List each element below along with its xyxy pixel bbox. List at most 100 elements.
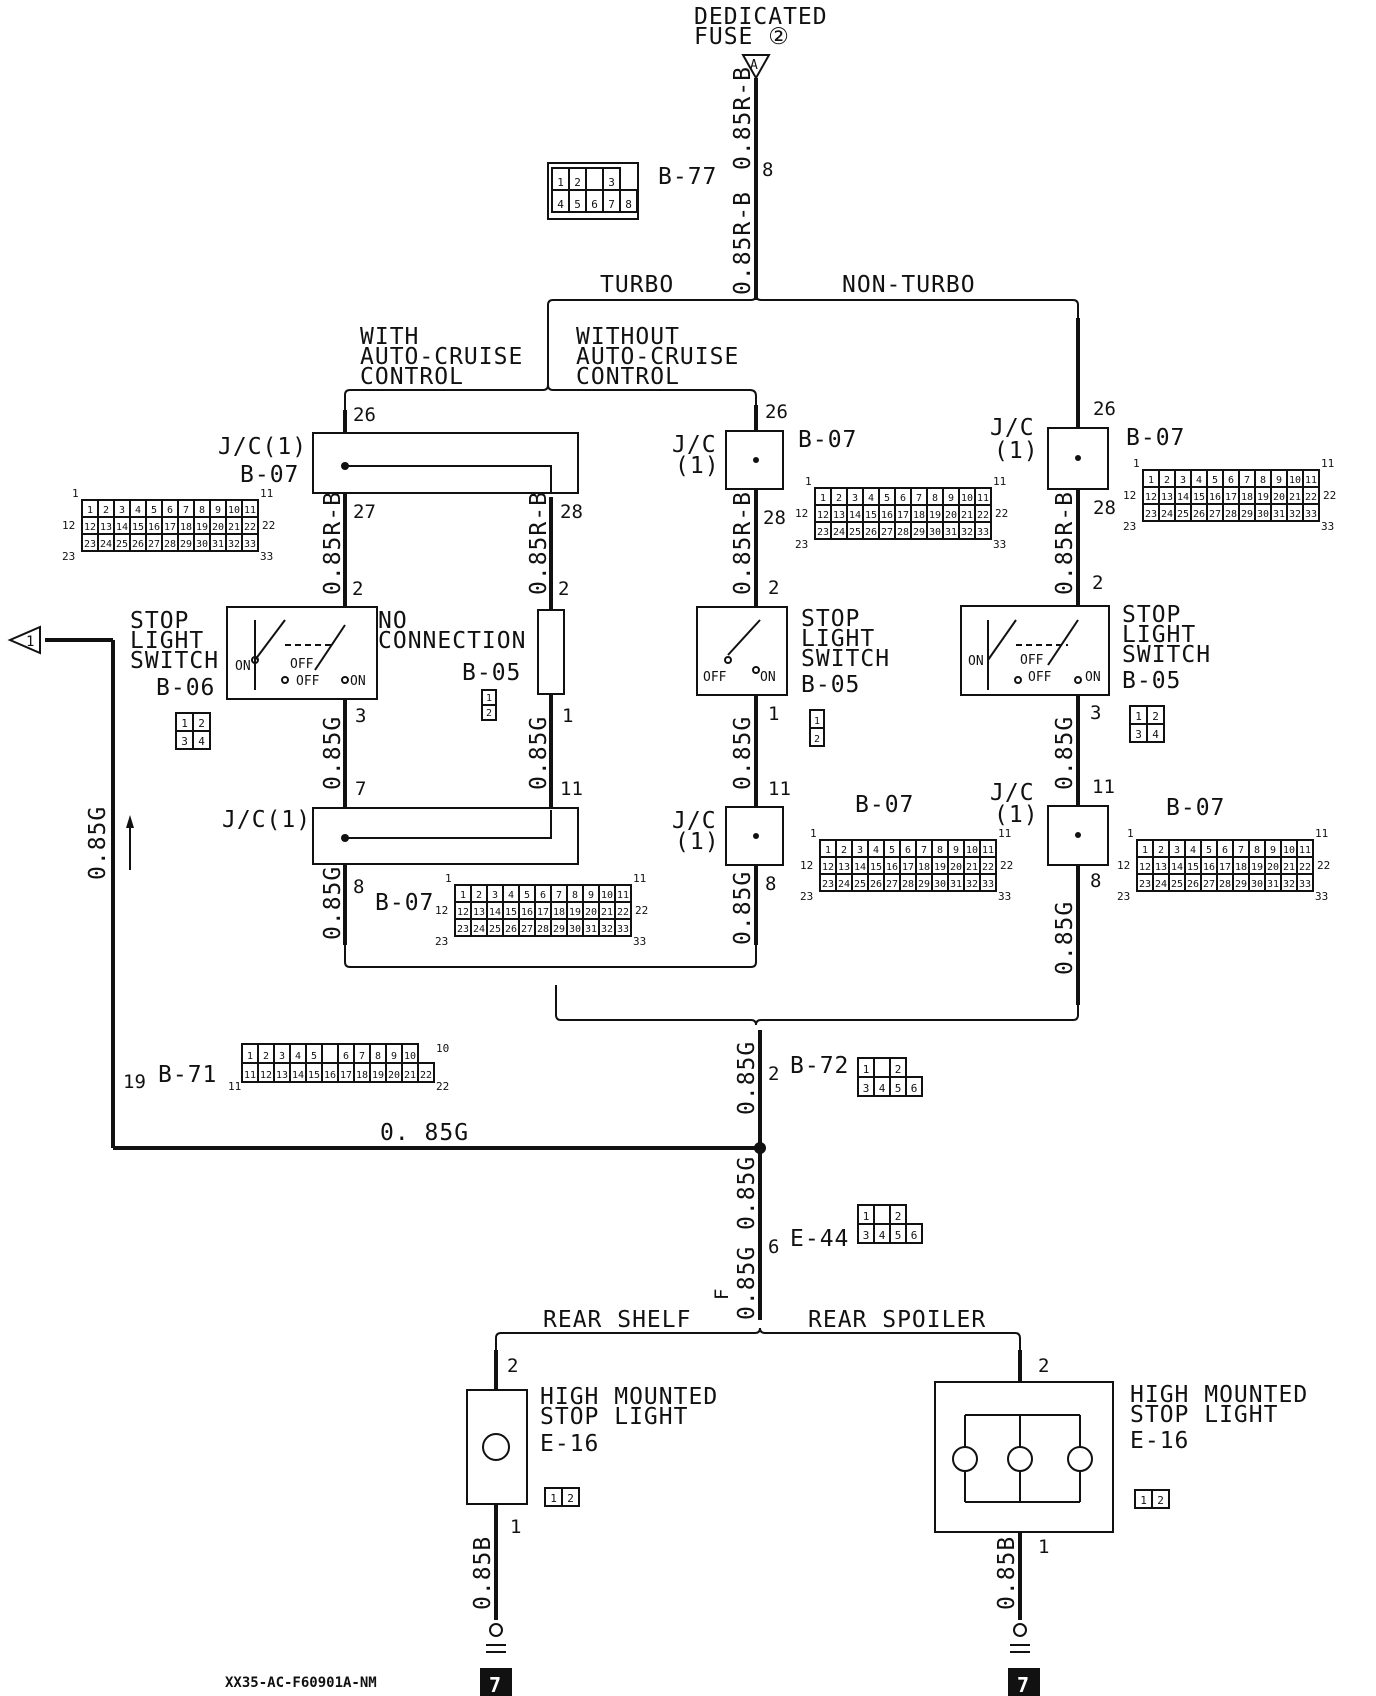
connector-pin-label: 6 [905, 845, 911, 856]
connector-pin-label: 5 [884, 493, 890, 504]
connector-pin-label: 14 [849, 510, 861, 521]
connector-pin-label: 8 [375, 1051, 381, 1062]
pin-left-sw-3: 3 [355, 705, 366, 727]
b07-label-top-left: B-07 [240, 462, 299, 488]
b05-label-nc: B-05 [462, 660, 521, 686]
connector-pin-label: 28 [897, 527, 909, 538]
jc-label-right-c: J/C [990, 780, 1035, 806]
connector-pin-label: 30 [929, 527, 941, 538]
connector-pin-label: 2 [895, 1210, 902, 1223]
pin-b77-8: 8 [762, 159, 773, 181]
wire-label-left-g-2: 0.85G [526, 716, 552, 790]
hmsl-shelf-bulb-icon [482, 1433, 510, 1461]
connector-corner-label: 11 [228, 1080, 241, 1093]
connector-pin-label: 23 [457, 924, 469, 935]
hmsl-spoiler-e16-label: E-16 [1130, 1428, 1189, 1454]
connector-pin-label: 27 [1209, 509, 1221, 520]
split-bracket-turbo [547, 294, 1079, 320]
ground-symbol-shelf [486, 1623, 506, 1653]
page-ref-1[interactable]: 7 [489, 1673, 501, 1696]
junction-dot [341, 462, 349, 470]
connector-pin-label: 10 [404, 1051, 416, 1062]
connector-pin-cell [321, 1043, 339, 1064]
connector-pin-label: 3 [181, 735, 188, 748]
connector-pin-label: 22 [617, 907, 629, 918]
connector-pin-label: 11 [244, 505, 256, 516]
connector-pin-label: 6 [540, 890, 546, 901]
connector-pin-label: 14 [292, 1070, 304, 1081]
connector-pin-label: 13 [1155, 862, 1167, 873]
connector-pin-label: 17 [340, 1070, 352, 1081]
pin-left-nc-1: 1 [562, 705, 573, 727]
pin-shelf-2: 2 [507, 1355, 518, 1377]
connector-pin-label: 25 [1171, 879, 1183, 890]
pin-right-26: 26 [1093, 398, 1116, 420]
connector-pin-label: 17 [537, 907, 549, 918]
pin-right-8: 8 [1090, 870, 1101, 892]
connector-pin-label: 1 [557, 176, 564, 189]
connector-pin-label: 16 [886, 862, 898, 873]
connector-corner-label: 23 [800, 890, 813, 903]
connector-corner-label: 23 [1117, 890, 1130, 903]
b05-right-label: B-05 [1122, 668, 1181, 694]
pin-spoiler-1: 1 [1038, 1536, 1049, 1558]
connector-pin-label: 20 [950, 862, 962, 873]
page-ref-box-1[interactable] [480, 1668, 512, 1696]
connector-pin-label: 31 [1267, 879, 1279, 890]
connector-pin-label: 2 [841, 845, 847, 856]
connector-pin-label: 22 [982, 862, 994, 873]
connector-pin-label: 6 [1228, 475, 1234, 486]
connector-corner-label: 22 [262, 519, 275, 532]
connector-pin-label: 19 [196, 522, 208, 533]
connector-pin-label: 1 [1140, 1494, 1147, 1507]
connector-pin-label: 8 [572, 890, 578, 901]
connector-pin-label: 28 [1225, 509, 1237, 520]
connector-pin-label: 18 [356, 1070, 368, 1081]
connector-corner-label: 33 [633, 935, 646, 948]
jc-label-right-a: J/C [990, 415, 1035, 441]
shelf-marker: F [711, 1289, 733, 1300]
wire-label-trunk-g-1: 0.85G [734, 1041, 760, 1115]
connector-pin-label: 23 [822, 879, 834, 890]
fuse-label-line1: DEDICATED [694, 4, 828, 30]
connector-pin-label: 17 [164, 522, 176, 533]
connector-pin-label: 18 [913, 510, 925, 521]
connector-pin-label: 10 [1283, 845, 1295, 856]
connector-pin-label: 19 [372, 1070, 384, 1081]
pin-b71-19: 19 [123, 1071, 146, 1093]
connector-pin-label: 9 [588, 890, 594, 901]
junction-box-top-left [312, 432, 579, 494]
connector-pin-label: 5 [524, 890, 530, 901]
pin-mid-26: 26 [765, 401, 788, 423]
connector-pin-label: 6 [900, 493, 906, 504]
connector-pin-cell [905, 1076, 923, 1097]
connector-pin-label: 22 [1299, 862, 1311, 873]
connector-pin-label: 21 [1283, 862, 1295, 873]
connector-pin-cell [1302, 503, 1320, 522]
connector-corner-label: 12 [1123, 489, 1136, 502]
connector-pin-label: 1 [814, 716, 820, 727]
wire-label-spoiler-b: 0.85B [994, 1536, 1020, 1610]
wire-label-rb-2: 0.85R-B [730, 191, 756, 295]
connector-pin-label: 11 [1299, 845, 1311, 856]
with-acc-line3: CONTROL [360, 364, 464, 390]
split-bracket-acc [344, 320, 757, 410]
connector-pin-label: 15 [1187, 862, 1199, 873]
connector-pin-label: 4 [879, 1229, 886, 1242]
wire-label-horizontal-g: 0. 85G [380, 1120, 469, 1146]
page-ref-2[interactable]: 7 [1017, 1673, 1029, 1696]
connector-pin-cell [1296, 873, 1314, 892]
connector-pin-label: 16 [324, 1070, 336, 1081]
page-ref-box-2[interactable] [1008, 1668, 1040, 1696]
connector-pin-label: 13 [833, 510, 845, 521]
split-label-turbo: TURBO [600, 272, 674, 298]
connector-pin-label: 2 [103, 505, 109, 516]
connector-pin-label: 4 [135, 505, 141, 516]
connector-pin-label: 13 [473, 907, 485, 918]
connector-corner-label: 11 [998, 827, 1011, 840]
connector-pin-label: 27 [1203, 879, 1215, 890]
switch-contacts-b06 [251, 619, 349, 690]
